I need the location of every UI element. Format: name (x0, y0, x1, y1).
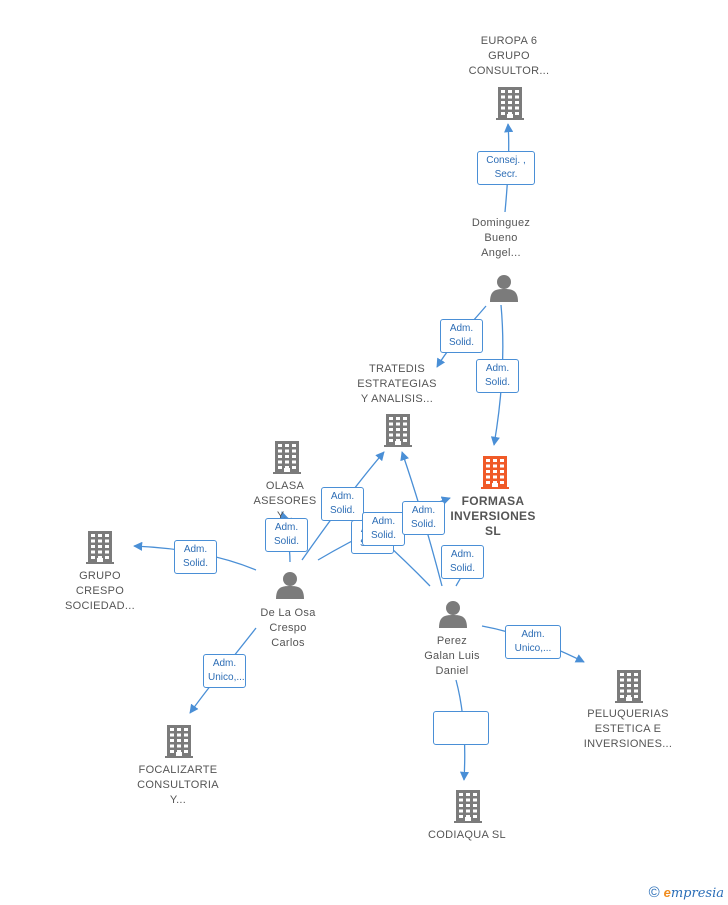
node-label-line: GRUPO (488, 50, 530, 62)
node-label-line: PELUQUERIAS (587, 708, 669, 720)
edge-label-line: Solid. (329, 505, 355, 516)
node-label-line: SOCIEDAD... (65, 600, 135, 612)
node-label-grupo-crespo[interactable]: GRUPO CRESPO SOCIEDAD... (52, 569, 148, 614)
edge-label-line: Adm. (450, 549, 475, 560)
node-label-line: Y... (169, 794, 187, 806)
building-icon-peluquerias[interactable] (615, 670, 643, 703)
node-label-line: GRUPO (79, 570, 121, 582)
edge-label-adm-solid-delaosa-grupo[interactable]: Adm. Solid. (174, 540, 217, 574)
edge-label-line: Adm. (371, 516, 396, 527)
edge-label-adm-unico-perez-codiaqua[interactable] (433, 711, 489, 745)
edge-label-line: Solid. (182, 558, 208, 569)
copyright-symbol: © (648, 884, 660, 901)
person-icon-delaosa[interactable] (276, 572, 304, 599)
node-label-line: CRESPO (75, 585, 125, 597)
node-label-line: INVERSIONES... (583, 738, 673, 750)
edge-label-adm-solid-delaosa-tratedis[interactable]: Adm. Solid. (321, 487, 364, 521)
node-label-peluquerias[interactable]: PELUQUERIAS ESTETICA E INVERSIONES... (572, 707, 684, 752)
node-label-line: Y ANALISIS... (360, 393, 434, 405)
edge-label-line: Unico,... (208, 672, 245, 683)
edge-label-adm-unico-perez-peluquerias[interactable]: Adm. Unico,... (505, 625, 561, 659)
edge-label-line: Adm. (521, 629, 545, 640)
node-label-line: Crespo (269, 622, 307, 634)
node-label-line: SL (485, 524, 501, 538)
node-label-line: Galan Luis (424, 650, 480, 662)
person-icon-dominguez[interactable] (490, 275, 518, 302)
edge-label-line: Solid. (410, 519, 436, 530)
edge-label-line: Adm. (449, 323, 474, 334)
edge-label-line: Adm. (212, 658, 237, 669)
edge-label-line: Adm. (411, 505, 436, 516)
edge-label-adm-solid-delaosa-olasa[interactable]: Adm. Solid. (265, 518, 308, 552)
edge-label-line: Adm. (330, 491, 355, 502)
node-label-line: CONSULTOR... (468, 65, 550, 77)
node-label-line: TRATEDIS (369, 363, 425, 375)
edge-label-adm-solid-perez-formasa[interactable]: Adm. Solid. (441, 545, 484, 579)
edge-label-line: Solid. (449, 563, 475, 574)
node-label-line: OLASA (265, 480, 305, 492)
node-label-line: INVERSIONES (450, 509, 536, 523)
node-label-line: ESTRATEGIAS (357, 378, 437, 390)
node-label-line: Carlos (271, 637, 305, 649)
node-label-line: Daniel (435, 665, 469, 677)
node-label-tratedis[interactable]: TRATEDIS ESTRATEGIAS Y ANALISIS... (344, 362, 450, 407)
edge-label-line: Solid. (484, 377, 510, 388)
building-icon-focalizarte[interactable] (165, 725, 193, 758)
node-label-line: FORMASA (461, 494, 525, 508)
edge-label-line: Unico,... (514, 643, 552, 654)
edge-label-line: Solid. (370, 530, 396, 541)
node-label-line: Perez (436, 635, 468, 647)
node-label-europa6[interactable]: EUROPA 6 GRUPO CONSULTOR... (459, 34, 559, 79)
edge-label-adm-solid-dominguez-formasa[interactable]: Adm. Solid. (476, 359, 519, 393)
node-label-line: Angel... (481, 247, 521, 259)
building-icon-codiaqua[interactable] (454, 790, 482, 823)
node-label-line: De La Osa (260, 607, 316, 619)
node-label-focalizarte[interactable]: FOCALIZARTE CONSULTORIA Y... (126, 763, 230, 808)
node-label-line: ASESORES (253, 495, 317, 507)
edge-label-adm-solid-delaosa-focalizarte[interactable]: Adm. Unico,... (203, 654, 246, 688)
building-icon-tratedis[interactable] (384, 414, 412, 447)
edge-label-line: Solid. (448, 337, 474, 348)
brand-initial: e (663, 885, 671, 900)
node-label-codiaqua[interactable]: CODIAQUA SL (412, 828, 522, 843)
edge-label-line: Adm. (485, 363, 510, 374)
brand-rest: mpresia (670, 886, 724, 901)
node-label-line: Bueno (484, 232, 518, 244)
edge-label-consej-secr[interactable]: Consej. , Secr. (477, 151, 535, 185)
node-label-line: EUROPA 6 (480, 35, 538, 47)
edge-label-line: Secr. (494, 169, 518, 180)
person-icon-perez[interactable] (439, 601, 467, 628)
building-icon-formasa[interactable] (481, 456, 509, 489)
node-label-line: ESTETICA E (594, 723, 662, 735)
edge-label-adm-solid-dominguez-tratedis[interactable]: Adm. Solid. (440, 319, 483, 353)
building-icon-grupo_crespo[interactable] (86, 531, 114, 564)
node-label-line: CODIAQUA SL (428, 829, 506, 841)
edge-label-line: Consej. , (486, 155, 526, 166)
node-label-line: CONSULTORIA (137, 779, 219, 791)
node-label-line: Dominguez (471, 217, 531, 229)
edge-label-line: Adm. (183, 544, 208, 555)
edge-label-adm-solid-perez-tratedis[interactable]: Adm. Solid. (402, 501, 445, 535)
edge-label-adm-solid-delaosa-formasa[interactable]: Adm. Solid. (362, 512, 405, 546)
node-label-line: FOCALIZARTE (138, 764, 218, 776)
building-icon-olasa[interactable] (273, 441, 301, 474)
empresia-logo: ©empresia (649, 884, 724, 901)
building-icon-europa6[interactable] (496, 87, 524, 120)
edge-label-line: Solid. (273, 536, 299, 547)
edge-label-line: Adm. (274, 522, 299, 533)
